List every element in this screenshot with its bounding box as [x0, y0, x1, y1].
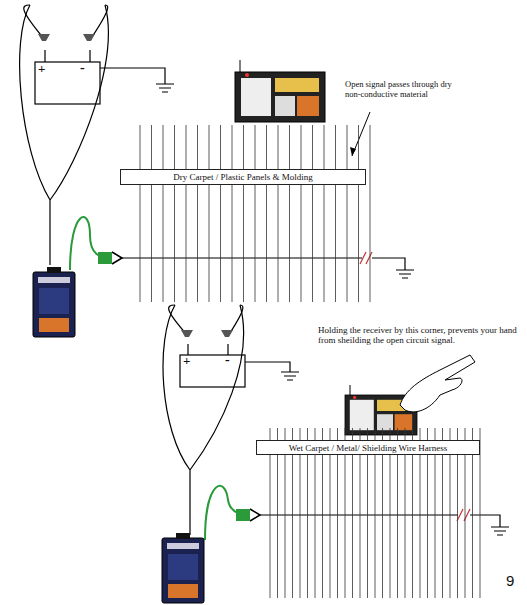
mesh-line	[220, 125, 221, 302]
mesh-line	[370, 125, 371, 302]
hand	[400, 355, 475, 412]
mesh-line	[324, 125, 325, 302]
mesh-line	[140, 125, 141, 302]
mesh-line	[174, 125, 175, 302]
mesh-line	[186, 125, 187, 302]
band-label: Wet Carpet / Metal/ Shielding Wire Harne…	[285, 443, 452, 453]
page-number: 9	[506, 572, 514, 589]
battery-plus: +	[183, 354, 190, 369]
mesh-line	[243, 125, 244, 302]
mesh-line	[266, 125, 267, 302]
mesh-line	[301, 125, 302, 302]
mesh-line	[209, 125, 210, 302]
material-band: Dry Carpet / Plastic Panels & Molding	[120, 169, 366, 185]
band-label: Dry Carpet / Plastic Panels & Molding	[169, 172, 317, 182]
mesh-line	[347, 125, 348, 302]
mesh-line	[312, 125, 313, 302]
battery-minus: -	[80, 60, 85, 76]
callout-note: Holding the receiver by this corner, pre…	[318, 325, 523, 346]
mesh-line	[278, 125, 279, 302]
callout-note: Open signal passes through dry non-condu…	[345, 80, 465, 100]
mesh-line	[358, 125, 359, 302]
mesh-line	[163, 125, 164, 302]
mesh-line	[151, 125, 152, 302]
mesh-line	[232, 125, 233, 302]
material-band: Wet Carpet / Metal/ Shielding Wire Harne…	[256, 440, 480, 455]
mesh-line	[289, 125, 290, 302]
mesh-line	[197, 125, 198, 302]
battery-minus: -	[225, 352, 230, 368]
mesh-line	[255, 125, 256, 302]
mesh-line	[335, 125, 336, 302]
wires	[20, 5, 414, 278]
battery-plus: +	[38, 62, 45, 77]
